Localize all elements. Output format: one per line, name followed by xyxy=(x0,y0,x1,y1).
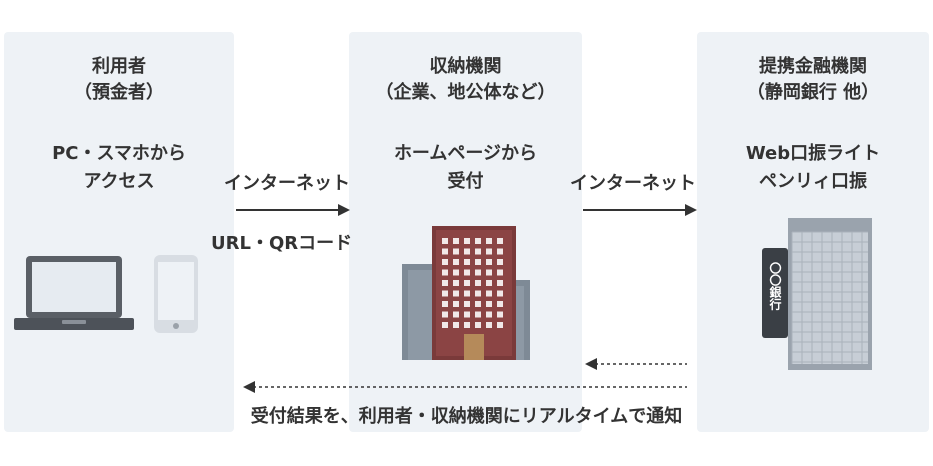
building-window xyxy=(453,269,459,276)
building-window xyxy=(464,280,470,286)
building-window xyxy=(464,322,470,328)
building-window xyxy=(453,259,459,265)
building-window xyxy=(497,259,503,265)
building-window xyxy=(497,322,503,328)
agency-description: ホームページから 受付 xyxy=(393,143,538,192)
user-title: 利用者 （預金者） xyxy=(74,56,164,103)
building-window xyxy=(497,290,503,297)
building-window xyxy=(497,269,503,276)
arrow-user-to-agency xyxy=(236,204,350,216)
bank-title: 提携金融機関 （静岡銀行 他） xyxy=(746,56,880,103)
building-window xyxy=(442,322,448,328)
building-window xyxy=(453,280,459,286)
building-window xyxy=(442,269,448,276)
arrow-left-label: インターネット xyxy=(224,173,350,194)
building-window xyxy=(486,280,492,286)
office-building-icon xyxy=(402,226,530,360)
building-window xyxy=(464,269,470,276)
building-window xyxy=(453,301,459,307)
agency-title: 収納機関 （企業、地公体など） xyxy=(375,56,556,103)
bank-description: Web口振ライト ペンリィ口振 xyxy=(745,143,881,192)
building-window xyxy=(442,280,448,286)
building-window xyxy=(442,248,448,255)
building-window xyxy=(453,248,459,255)
building-window xyxy=(453,322,459,328)
building-window xyxy=(486,269,492,276)
building-window xyxy=(464,238,470,244)
building-window xyxy=(442,290,448,297)
building-window xyxy=(475,248,481,255)
building-window xyxy=(475,301,481,307)
building-window xyxy=(497,301,503,307)
bank-sign-text: 〇〇銀行 xyxy=(768,261,782,311)
building-window xyxy=(464,248,470,255)
building-window xyxy=(475,280,481,286)
building-window xyxy=(442,301,448,307)
arrow-left-sublabel: URL・QRコード xyxy=(211,233,353,254)
building-window xyxy=(497,280,503,286)
building-window xyxy=(464,290,470,297)
arrow-agency-to-bank xyxy=(583,204,697,216)
building-window xyxy=(442,259,448,265)
smartphone-icon xyxy=(154,255,198,333)
building-window xyxy=(453,311,459,318)
building-window xyxy=(497,238,503,244)
building-window xyxy=(464,259,470,265)
building-window xyxy=(464,301,470,307)
building-window xyxy=(475,269,481,276)
dotted-arrow-to-user xyxy=(243,381,687,393)
building-window xyxy=(475,311,481,318)
building-window xyxy=(453,238,459,244)
building-window xyxy=(486,290,492,297)
building-window xyxy=(442,311,448,318)
building-window xyxy=(475,238,481,244)
building-window xyxy=(464,311,470,318)
building-window xyxy=(486,311,492,318)
building-window xyxy=(475,290,481,297)
building-window xyxy=(486,248,492,255)
building-window xyxy=(442,238,448,244)
building-window xyxy=(475,322,481,328)
building-window xyxy=(497,248,503,255)
building-window xyxy=(486,238,492,244)
user-description: PC・スマホから アクセス xyxy=(52,143,186,192)
building-window xyxy=(497,311,503,318)
building-window xyxy=(453,290,459,297)
building-window xyxy=(475,259,481,265)
building-window xyxy=(486,322,492,328)
bank-building-icon: 〇〇銀行 xyxy=(762,218,872,370)
building-window xyxy=(486,259,492,265)
notification-caption: 受付結果を、利用者・収納機関にリアルタイムで通知 xyxy=(250,406,683,427)
building-window xyxy=(486,301,492,307)
arrow-right-label: インターネット xyxy=(570,173,696,194)
dotted-arrow-bank-to-agency xyxy=(585,358,687,370)
user-panel: 利用者 （預金者） PC・スマホから アクセス xyxy=(4,32,234,432)
laptop-icon xyxy=(14,256,134,330)
agency-panel: 収納機関 （企業、地公体など） ホームページから 受付 xyxy=(349,32,582,432)
